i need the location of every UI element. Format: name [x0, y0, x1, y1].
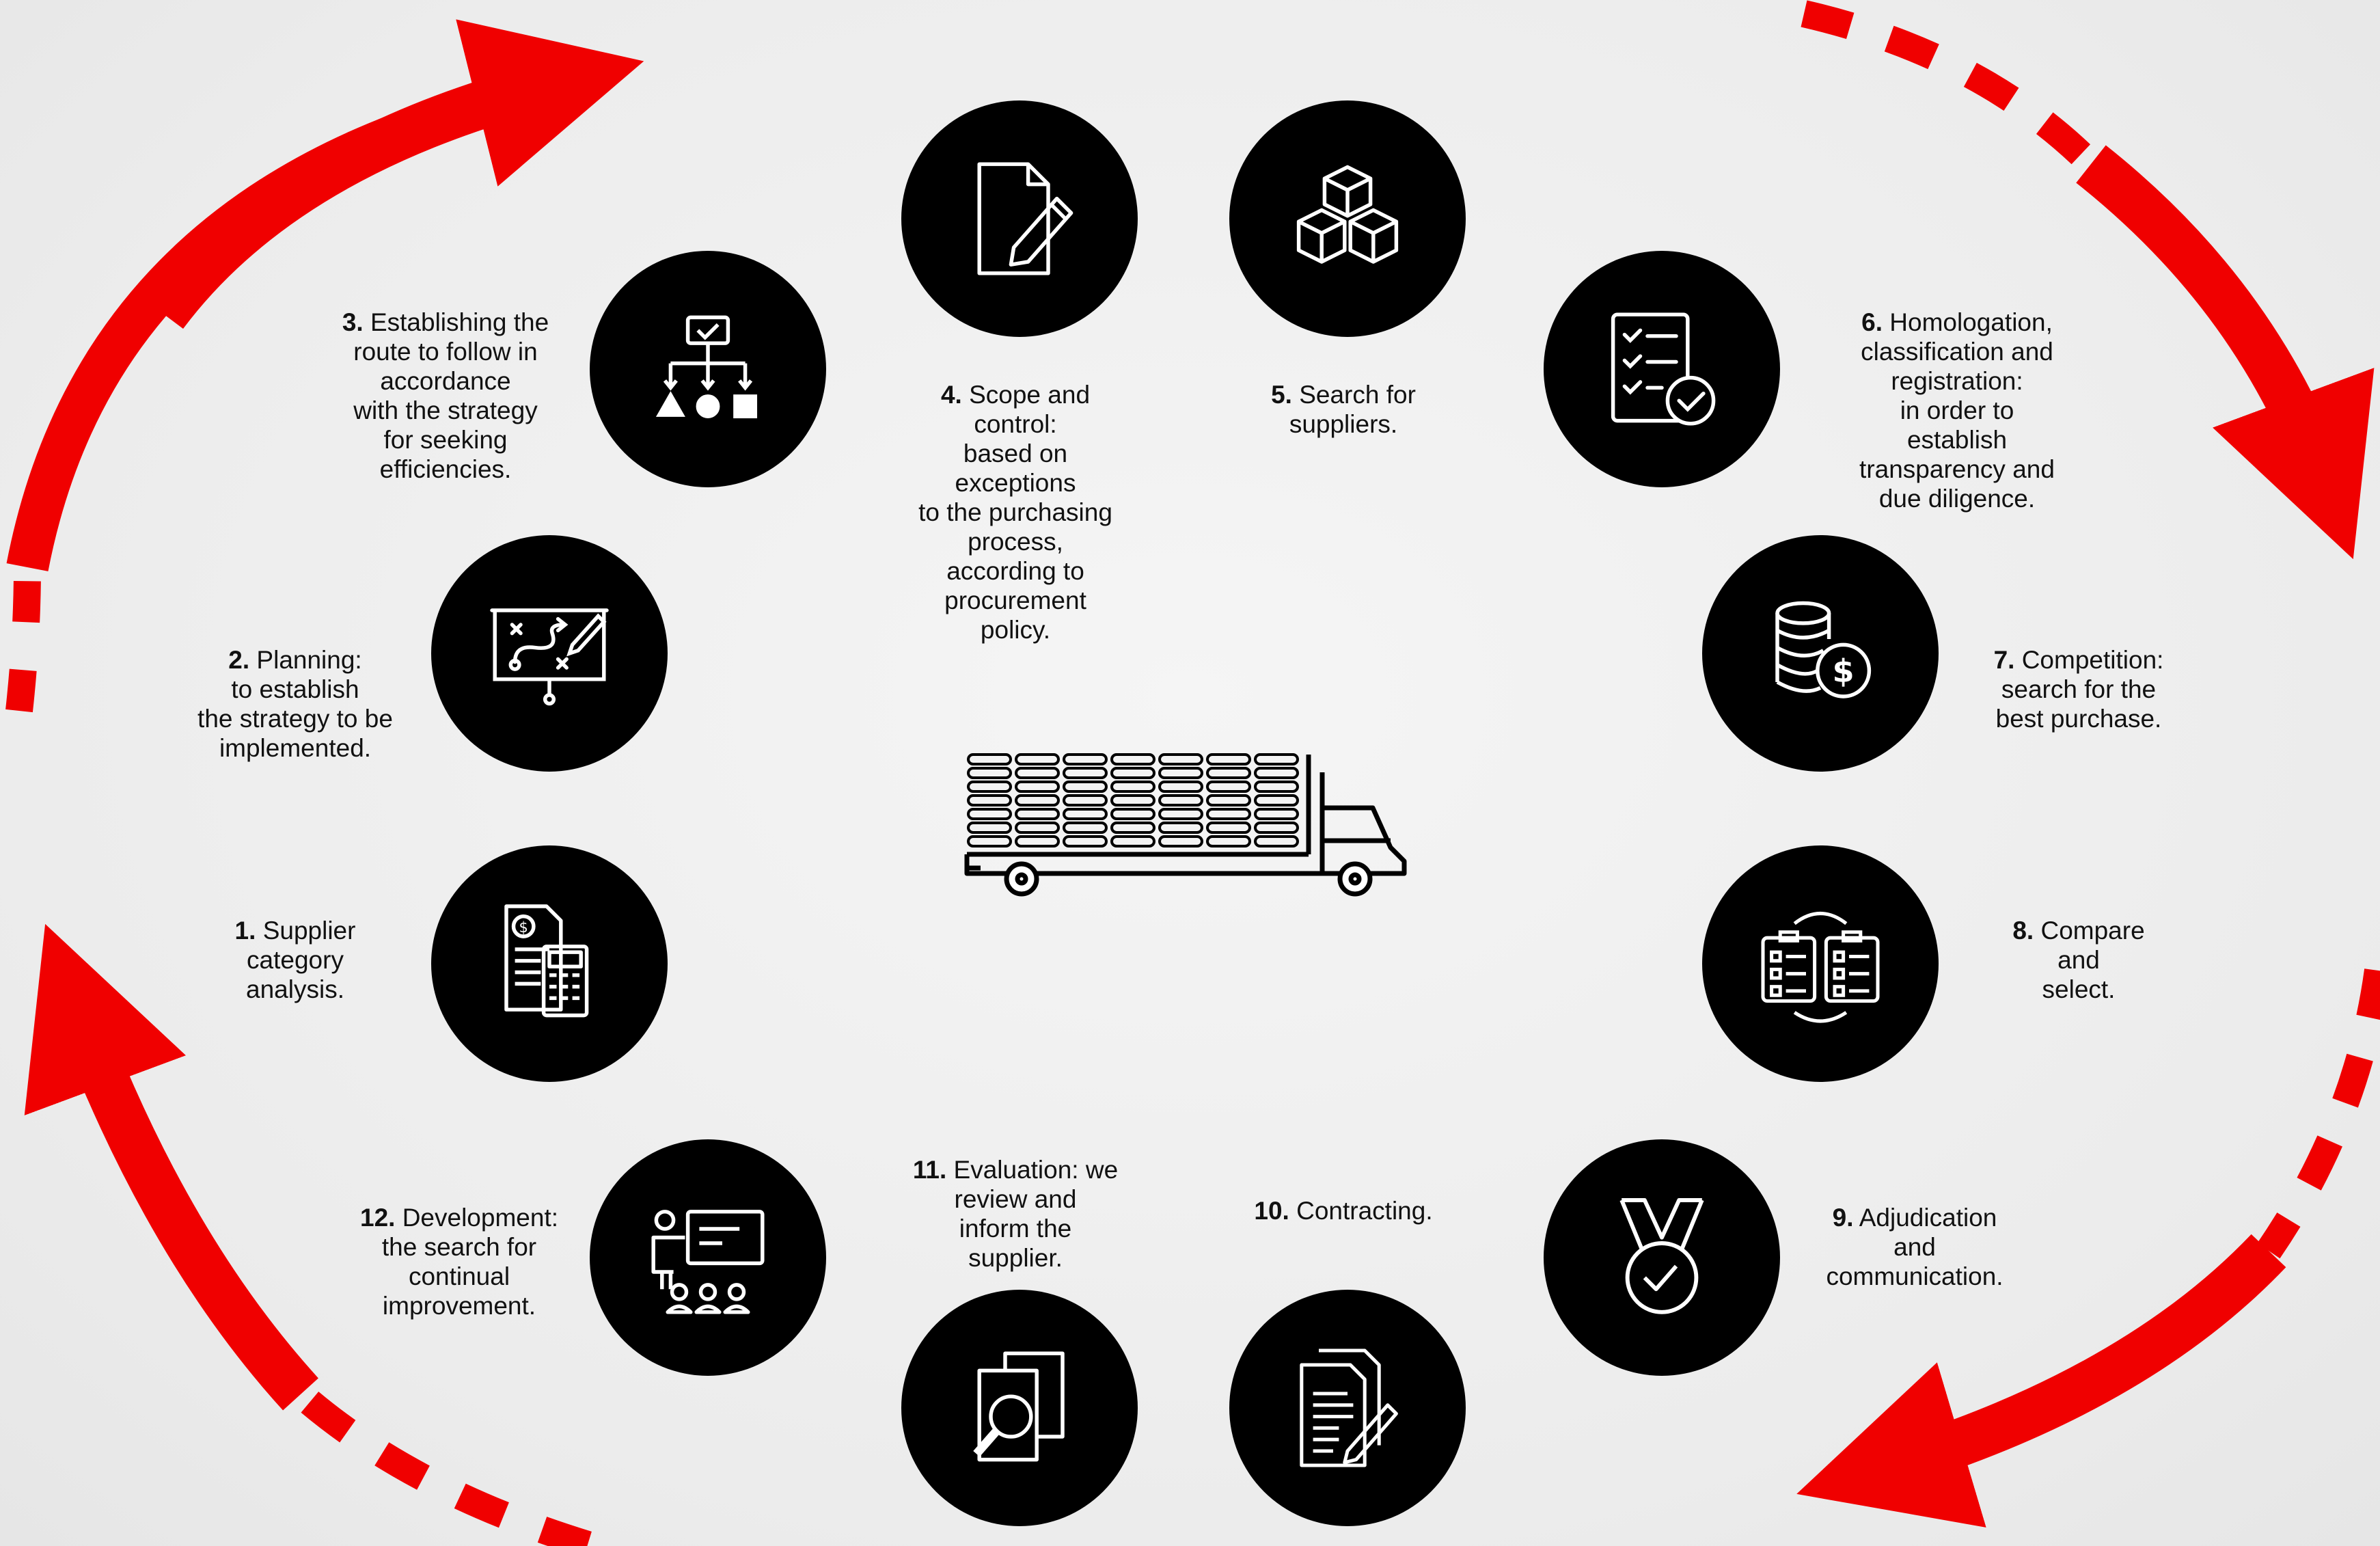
truck-load-pipe — [1110, 753, 1155, 765]
truck-load-pipe — [1206, 808, 1251, 820]
truck-load-pipe — [1110, 808, 1155, 820]
truck-load-pipe — [1206, 794, 1251, 806]
truck-load-pipe — [1063, 781, 1108, 793]
arrow-bottom-right — [1796, 1234, 2286, 1528]
truck-load-pipe — [1063, 767, 1108, 779]
truck-load-pipe — [1206, 781, 1251, 793]
truck-load-pipe — [1110, 822, 1155, 834]
truck-load-pipe — [1063, 753, 1108, 765]
truck-load-pipe — [1158, 822, 1203, 834]
step-3-label: 3. Establishing the route to follow in a… — [342, 308, 549, 483]
step-12-label: 12. Development: the search for continua… — [359, 1204, 559, 1320]
truck-load-pipe — [1254, 822, 1299, 834]
truck-load-pipe — [967, 835, 1012, 847]
truck-load-pipe — [1254, 767, 1299, 779]
step-9-circle — [1544, 1139, 1780, 1376]
truck-load-pipe — [1158, 781, 1203, 793]
truck-load-pipe — [1015, 835, 1060, 847]
invoice-calculator-icon: $ — [504, 904, 589, 1018]
svg-text:$: $ — [519, 919, 528, 936]
step-9-label: 9. Adjudication and communication. — [1826, 1204, 2003, 1290]
checklist-icon — [1611, 312, 1716, 426]
truck-load-pipe — [1015, 767, 1060, 779]
truck-load-pipe — [967, 794, 1012, 806]
step-3-circle — [590, 251, 826, 487]
truck-load-pipe — [1206, 753, 1251, 765]
truck-load-pipe — [1063, 822, 1108, 834]
step-11-label: 11. Evaluation: we review and inform the… — [912, 1156, 1119, 1272]
arrow-top-right — [2076, 145, 2375, 560]
truck-load-pipe — [967, 808, 1012, 820]
compare-clipboards-icon — [1761, 911, 1880, 1023]
step-6-circle — [1544, 251, 1780, 487]
truck-load-pipe — [1158, 767, 1203, 779]
arrow-bottom-left — [24, 923, 318, 1411]
step-2-label: 2. Planning: to establish the strategy t… — [197, 646, 393, 762]
truck-load-pipe — [1110, 767, 1155, 779]
step-2-circle — [431, 535, 668, 772]
truck-load-pipe — [1063, 808, 1108, 820]
step-1-label: 1. Supplier category analysis. — [234, 917, 356, 1003]
step-4-circle — [901, 100, 1138, 337]
truck-load-pipe — [1015, 822, 1060, 834]
step-5-circle — [1229, 100, 1466, 337]
truck-load-pipe — [1206, 767, 1251, 779]
truck-load-pipe — [1158, 835, 1203, 847]
step-8-circle — [1702, 845, 1939, 1082]
truck-load-pipe — [1110, 794, 1155, 806]
medal-icon — [1619, 1198, 1704, 1314]
truck-load-pipe — [967, 822, 1012, 834]
truck-load-pipe — [1254, 781, 1299, 793]
step-10-circle — [1229, 1290, 1466, 1526]
boxes-icon — [1296, 165, 1399, 264]
truck-load-pipe — [1015, 794, 1060, 806]
truck-load-pipe — [1206, 822, 1251, 834]
truck-load-pipe — [1254, 835, 1299, 847]
step-7-label: 7. Competition: search for the best purc… — [1993, 646, 2164, 733]
truck-load-pipe — [1158, 753, 1203, 765]
step-12-circle — [590, 1139, 826, 1376]
coins-dollar-icon: $ — [1775, 601, 1872, 699]
document-search-icon — [973, 1351, 1065, 1462]
truck-load-pipe — [1110, 835, 1155, 847]
svg-text:$: $ — [1833, 653, 1855, 690]
truck-load-pipe — [1063, 794, 1108, 806]
truck-load-pipe — [967, 781, 1012, 793]
truck-load-pipe — [1015, 753, 1060, 765]
step-10-label: 10. Contracting. — [1254, 1197, 1433, 1225]
truck-load-pipe — [1254, 808, 1299, 820]
truck-load-pipe — [1110, 781, 1155, 793]
truck-load-pipe — [967, 767, 1012, 779]
step-1-circle: $ — [431, 845, 668, 1082]
truck-load-pipe — [1158, 794, 1203, 806]
truck-load-pipe — [1254, 753, 1299, 765]
truck-load-pipe — [967, 753, 1012, 765]
truck-load-pipe — [1015, 781, 1060, 793]
truck-load-pipe — [1158, 808, 1203, 820]
truck-load-pipe — [1254, 794, 1299, 806]
flatbed-truck-icon — [964, 753, 1407, 897]
step-6-label: 6. Homologation, classification and regi… — [1859, 308, 2055, 513]
step-5-label: 5. Search for suppliers. — [1271, 381, 1416, 438]
document-pencil-icon — [977, 162, 1073, 275]
truck-load-pipe — [1063, 835, 1108, 847]
contract-sign-icon — [1300, 1348, 1398, 1467]
step-11-circle — [901, 1290, 1138, 1526]
step-7-circle: $ — [1702, 535, 1939, 772]
step-8-label: 8. Compare and select. — [2012, 917, 2145, 1003]
step-4-label: 4. Scope and control: based on exception… — [918, 381, 1112, 644]
presentation-icon — [651, 1210, 765, 1314]
truck-load-pipe — [1206, 835, 1251, 847]
strategy-board-icon — [490, 608, 609, 706]
flowchart-icon — [655, 315, 758, 419]
truck-load-pipe — [1015, 808, 1060, 820]
